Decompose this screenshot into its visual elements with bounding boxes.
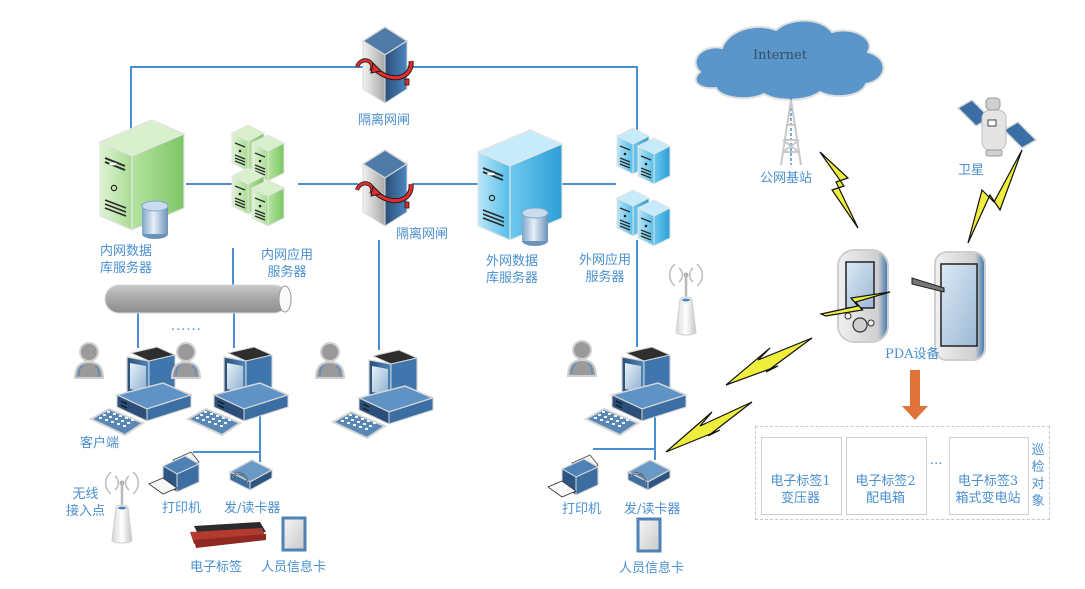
inspection-side-label: 巡 检 对 象: [1030, 442, 1046, 510]
lightning-satellite-pda-icon: [967, 149, 1023, 244]
wireless-access-point-icon: [668, 262, 704, 337]
rfid-tag-icon: [190, 522, 266, 548]
inspection-target-box: [846, 437, 927, 515]
printer-icon: [547, 454, 599, 498]
id-card-left-label: 人员信息卡: [261, 560, 327, 575]
clients-ellipsis: ......: [171, 319, 202, 334]
card-reader-left-label: 发/读卡器: [224, 501, 281, 516]
label-line: 库服务器: [486, 271, 539, 286]
gatekeeper-top-icon: [357, 27, 411, 103]
wireless-access-point-icon: [104, 470, 140, 545]
printer-left-label: 打印机: [162, 501, 202, 516]
tag-id: 电子标签2: [855, 474, 916, 489]
id-card-icon: [281, 516, 307, 552]
inspection-target-box: [761, 437, 842, 515]
label-line: 库服务器: [100, 261, 153, 276]
side-char: 检: [1031, 460, 1045, 475]
label-line: 外网数据: [486, 254, 539, 269]
label-line: 服务器: [267, 265, 307, 280]
label-line: 接入点: [66, 504, 106, 519]
extranet-app-server-label: 外网应用 服务器: [579, 252, 631, 286]
satellite-icon: [956, 97, 1038, 157]
extranet-db-server-label: 外网数据 库服务器: [486, 253, 538, 287]
tag-object: 变压器: [780, 491, 820, 506]
workstation-icon: [187, 346, 289, 436]
workstation-icon: [90, 346, 192, 436]
pda-label: PDA设备: [885, 347, 940, 362]
inspection-target-box: [949, 437, 1029, 515]
cell-tower-icon: [780, 98, 802, 166]
intranet-db-server-label: 内网数据 库服务器: [100, 243, 152, 277]
card-reader-icon: [229, 459, 273, 491]
gatekeeper-mid-icon: [357, 150, 411, 226]
inspection-ellipsis: ...: [930, 453, 943, 468]
extranet-app-server-icon: [616, 127, 671, 247]
workstation-icon: [585, 346, 687, 436]
inspection-tag-label: 电子标签3 箱式变电站: [950, 473, 1026, 507]
clients-label: 客户端: [80, 436, 120, 451]
inspection-tag-label: 电子标签2 配电箱: [849, 473, 922, 507]
intranet-app-server-icon: [231, 124, 285, 227]
tag-id: 电子标签3: [957, 474, 1019, 489]
extranet-db-server-icon: [477, 129, 563, 247]
tag-object: 配电箱: [865, 491, 905, 506]
wireless-signals: [665, 149, 1023, 453]
lightning-tower-pda-icon: [819, 151, 859, 229]
label-line: 内网应用: [261, 248, 314, 263]
user-icon: [567, 340, 597, 377]
label-line: 无线: [72, 487, 99, 502]
side-char: 对: [1031, 477, 1045, 492]
tag-object: 箱式变电站: [955, 491, 1021, 506]
card-reader-icon: [627, 459, 671, 491]
down-arrow-icon: [902, 370, 928, 420]
link-intranet-db-to-gatekeeper-top: [130, 66, 363, 136]
gatekeeper-top-label: 隔离网闸: [358, 113, 411, 128]
user-icon: [171, 342, 201, 379]
lightning-client-pda-icon-1: [725, 337, 813, 386]
internet-label: Internet: [753, 48, 807, 63]
id-card-right-label: 人员信息卡: [619, 561, 685, 576]
inspection-targets-group: [755, 426, 1050, 520]
id-card-icon: [636, 517, 662, 553]
side-char: 象: [1031, 494, 1045, 509]
intranet-app-server-label: 内网应用 服务器: [261, 247, 313, 281]
label-line: 内网数据: [100, 244, 153, 259]
satellite-label: 卫星: [958, 163, 985, 178]
label-line: 服务器: [585, 270, 625, 285]
pda-tablet-icon: [911, 251, 986, 361]
side-char: 巡: [1031, 443, 1045, 458]
lightning-client-pda-icon-2: [665, 401, 753, 453]
label-line: 外网应用: [579, 253, 632, 268]
user-icon: [315, 342, 345, 379]
inspection-tag-label: 电子标签1 变压器: [764, 473, 837, 507]
printer-icon: [148, 451, 200, 495]
intranet-db-server-icon: [99, 119, 185, 240]
user-icon: [74, 342, 104, 379]
gatekeeper-mid-label: 隔离网闸: [396, 227, 449, 242]
tag-id: 电子标签1: [770, 474, 831, 489]
card-reader-right-label: 发/读卡器: [624, 502, 681, 517]
rfid-tag-left-label: 电子标签: [190, 560, 243, 575]
printer-right-label: 打印机: [562, 502, 602, 517]
network-bus-pipe-icon: [104, 284, 292, 314]
link-gatekeeper-top-to-extranet-app: [407, 66, 638, 130]
network-links: [130, 66, 656, 462]
wireless-ap-label: 无线 接入点: [66, 486, 105, 520]
base-station-label: 公网基站: [760, 171, 813, 186]
workstation-icon: [332, 349, 434, 439]
internet-cloud-icon: [694, 19, 885, 101]
